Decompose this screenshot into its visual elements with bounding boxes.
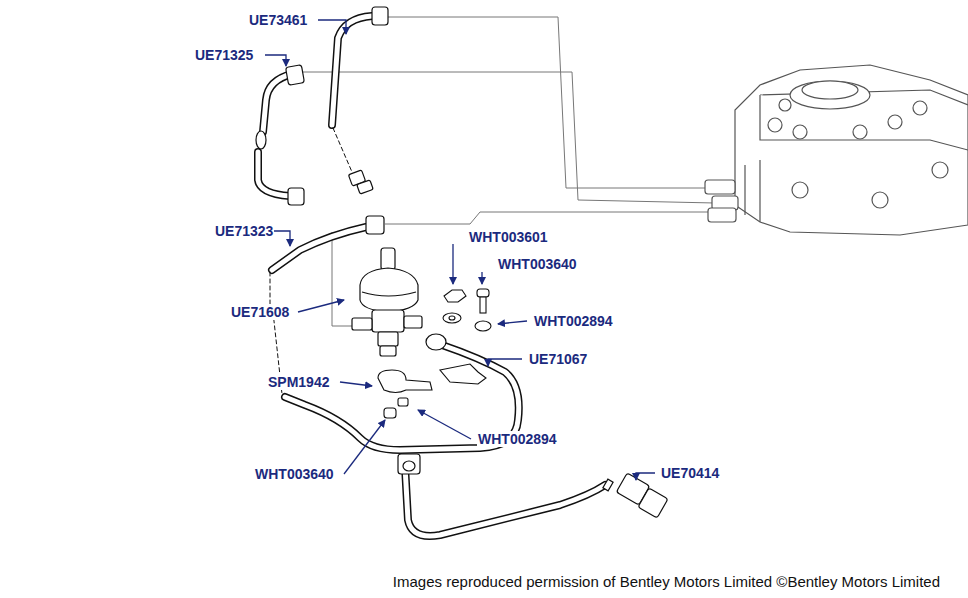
part-number: WHT003640 xyxy=(497,256,578,272)
leader-lines xyxy=(265,20,655,480)
part-number: WHT002894 xyxy=(533,313,614,329)
part-number: WHT002894 xyxy=(477,431,558,447)
part-number: UE71067 xyxy=(528,351,588,367)
part-number: UE70414 xyxy=(660,465,720,481)
part-number: UE71608 xyxy=(230,304,290,320)
pressure-regulator xyxy=(352,248,446,356)
fuel-pipes xyxy=(258,16,605,536)
pipe-fittings xyxy=(256,7,668,518)
part-number: SPM1942 xyxy=(267,374,330,390)
part-number: WHT003601 xyxy=(468,229,549,245)
fuel-distributor xyxy=(705,65,968,235)
pipe-route-lines xyxy=(300,17,715,326)
part-number: UE71323 xyxy=(214,223,274,239)
fixing-hardware xyxy=(378,289,491,418)
part-number: WHT003640 xyxy=(254,466,335,482)
part-number: UE71325 xyxy=(194,47,254,63)
part-number: UE73461 xyxy=(248,12,308,28)
copyright-caption: Images reproduced permission of Bentley … xyxy=(393,573,940,591)
